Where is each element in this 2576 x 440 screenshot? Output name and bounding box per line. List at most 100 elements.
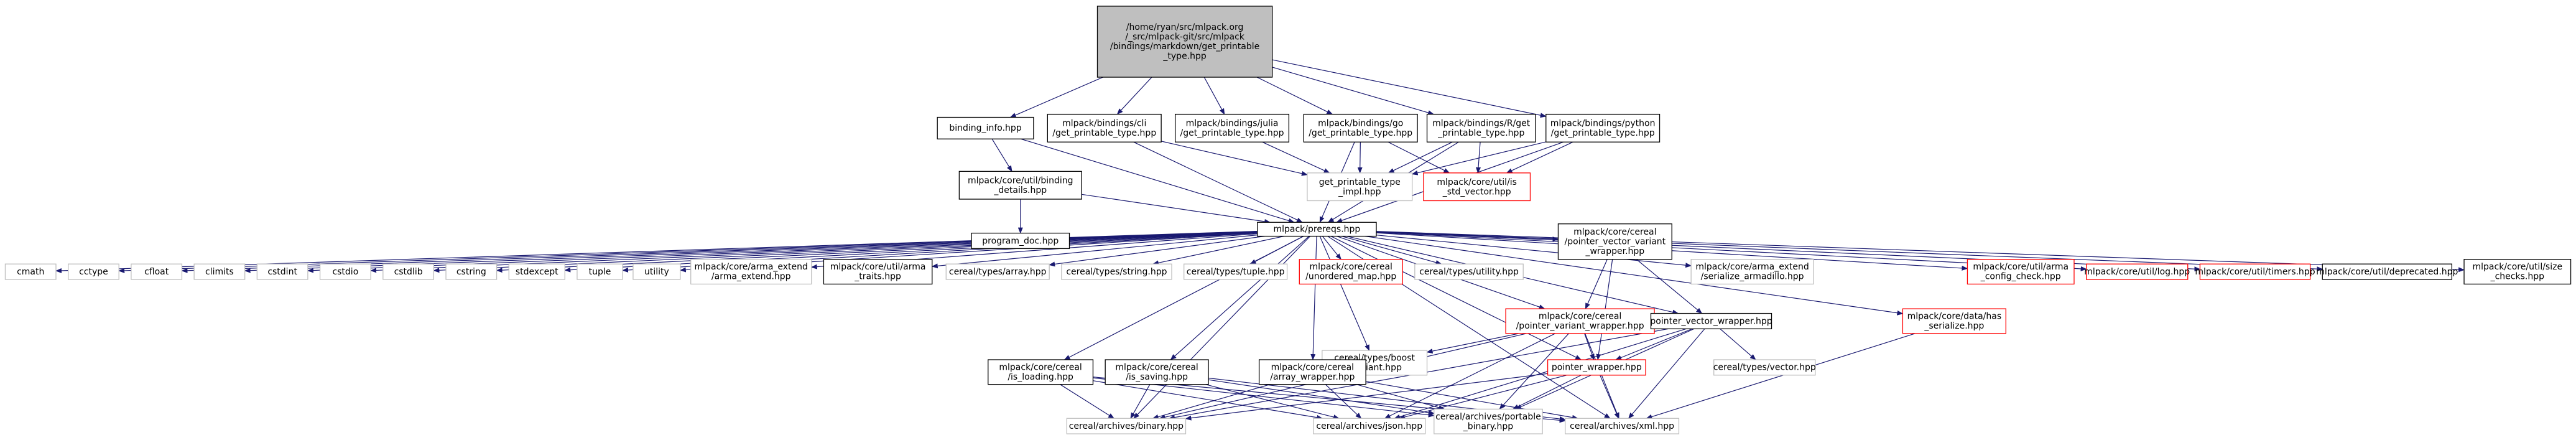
dependency-edge — [1615, 328, 1693, 360]
node-label: _std_vector.hpp — [1442, 187, 1511, 197]
edge-root-to-r_gpt — [1272, 67, 1435, 115]
node-box — [1545, 113, 1661, 143]
node-box — [1299, 259, 1403, 285]
node-binding_details[interactable]: mlpack/core/util/binding_details.hpp — [958, 171, 1082, 200]
edge-julia_gpt-to-gpt_impl — [1262, 141, 1330, 174]
node-array_wrapper[interactable]: mlpack/core/cereal/array_wrapper.hpp — [1258, 359, 1366, 385]
dependency-edge — [1272, 67, 1435, 115]
node-cstdint: cstdint — [256, 263, 308, 280]
node-cli_gpt[interactable]: mlpack/bindings/cli/get_printable_type.h… — [1047, 113, 1162, 143]
node-label: /pointer_variant_wrapper.hpp — [1516, 321, 1644, 331]
node-box — [2086, 263, 2189, 280]
dependency-edge — [1476, 142, 1481, 174]
node-box — [2463, 259, 2572, 285]
node-deprecated[interactable]: mlpack/core/util/deprecated.hpp — [2316, 263, 2458, 280]
node-label: /get_printable_type.hpp — [1052, 128, 1156, 138]
node-box — [1650, 312, 1772, 330]
node-pointer_wrapper[interactable]: pointer_wrapper.hpp — [1547, 359, 1646, 376]
edge-prereqs-to-arma_traits — [931, 235, 1258, 269]
node-box — [1690, 259, 1814, 285]
node-pointer_vector_wrapper[interactable]: pointer_vector_wrapper.hpp — [1650, 312, 1772, 330]
node-program_doc[interactable]: program_doc.hpp — [971, 232, 1070, 250]
dependency-edge — [1584, 333, 1619, 419]
dependency-edge — [1384, 333, 1555, 419]
dependency-edge — [496, 232, 1258, 273]
edge-array_wrapper-to-ca_binary — [1152, 384, 1271, 419]
node-pvw[interactable]: mlpack/core/cereal/pointer_variant_wrapp… — [1505, 308, 1655, 334]
dependency-edge — [1376, 231, 2323, 272]
edge-pvw-to-ca_portable — [1499, 333, 1569, 410]
node-label: /unordered_map.hpp — [1305, 272, 1396, 282]
node-r_gpt[interactable]: mlpack/bindings/R/get_printable_type.hpp — [1426, 113, 1536, 143]
edge-pointer_wrapper-to-ca_xml — [1600, 375, 1619, 419]
edge-pvw-to-pointer_wrapper — [1584, 333, 1595, 360]
edge-prereqs-to-ser_armadillo — [1376, 235, 1692, 268]
node-box — [1307, 172, 1413, 202]
node-box — [958, 171, 1082, 200]
node-label: mlpack/core/util/timers.hpp — [2195, 267, 2315, 277]
node-label: tuple — [589, 267, 611, 277]
node-timers[interactable]: mlpack/core/util/timers.hpp — [2195, 263, 2315, 280]
node-log[interactable]: mlpack/core/util/log.hpp — [2084, 263, 2190, 280]
edge-prereqs-to-is_loading — [1063, 236, 1304, 360]
node-label: cstring — [456, 267, 486, 277]
node-pvvw[interactable]: mlpack/core/cereal/pointer_vector_varian… — [1557, 223, 1672, 260]
dependency-edge — [1116, 77, 1152, 115]
edge-pvvw-to-pvw — [1585, 259, 1608, 310]
node-label: mlpack/core/util/deprecated.hpp — [2316, 267, 2458, 277]
node-label: cereal/archives/portable — [1435, 412, 1541, 422]
node-unordered_map[interactable]: mlpack/core/cereal/unordered_map.hpp — [1299, 259, 1403, 285]
dependency-edge — [1272, 59, 1547, 118]
node-cctype: cctype — [68, 263, 119, 280]
node-arma_config[interactable]: mlpack/core/util/arma_config_check.hpp — [1967, 259, 2075, 285]
node-box — [1557, 223, 1672, 260]
edge-is_loading-to-ca_json — [1093, 380, 1323, 420]
node-label: pointer_vector_wrapper.hpp — [1650, 316, 1772, 326]
edge-pointer_vector_wrapper-to-ca_json — [1394, 328, 1687, 419]
node-tuple: tuple — [577, 263, 623, 280]
node-size_checks[interactable]: mlpack/core/util/size_checks.hpp — [2463, 259, 2572, 285]
node-ca_json: cereal/archives/json.hpp — [1313, 418, 1426, 434]
node-is_loading[interactable]: mlpack/core/cereal/is_loading.hpp — [988, 359, 1094, 385]
dependency-edge — [1152, 235, 1284, 266]
node-label: mlpack/bindings/R/get — [1432, 118, 1531, 128]
node-label: mlpack/core/cereal — [1271, 362, 1354, 372]
node-ct_vector: cereal/types/vector.hpp — [1713, 359, 1816, 376]
dependency-edge — [1152, 384, 1271, 419]
dependency-edge — [1310, 236, 1317, 361]
edge-r_gpt-to-gpt_impl — [1388, 141, 1453, 174]
node-go_gpt[interactable]: mlpack/bindings/go/get_printable_type.hp… — [1303, 113, 1418, 143]
node-root[interactable]: /home/ryan/src/mlpack.org/_src/mlpack-gi… — [1096, 6, 1273, 78]
node-label: mlpack/core/cereal — [1115, 362, 1198, 372]
node-label: binding_info.hpp — [949, 123, 1021, 133]
dependency-edge — [1512, 375, 1582, 410]
dependency-edge — [1170, 236, 1310, 360]
dependency-edge — [1584, 333, 1595, 360]
node-label: mlpack/core/cereal — [1573, 227, 1656, 237]
node-is_std_vector[interactable]: mlpack/core/util/is_std_vector.hpp — [1423, 172, 1531, 202]
node-has_serialize[interactable]: mlpack/core/data/has_serialize.hpp — [1902, 308, 2006, 334]
node-binding_info[interactable]: binding_info.hpp — [937, 116, 1034, 139]
dependency-edge — [1356, 384, 1445, 410]
edge-is_saving-to-ca_portable — [1208, 379, 1435, 415]
node-box — [690, 259, 812, 285]
edge-python_gpt-to-gpt_impl — [1411, 141, 1546, 176]
node-label: _binary.hpp — [1463, 421, 1513, 431]
node-ca_portable: cereal/archives/portable_binary.hpp — [1434, 408, 1543, 434]
node-is_saving[interactable]: mlpack/core/cereal/is_saving.hpp — [1105, 359, 1209, 385]
node-prereqs[interactable]: mlpack/prereqs.hpp — [1257, 222, 1377, 237]
edge-array_wrapper-to-ca_json — [1325, 384, 1362, 419]
node-box — [1565, 418, 1680, 434]
node-julia_gpt[interactable]: mlpack/bindings/julia/get_printable_type… — [1174, 113, 1290, 143]
dependency-edge — [1426, 333, 1519, 353]
node-python_gpt[interactable]: mlpack/bindings/python/get_printable_typ… — [1545, 113, 1661, 143]
node-box — [1303, 113, 1418, 143]
node-label: /bindings/markdown/get_printable — [1110, 42, 1259, 52]
dependency-edge — [1021, 138, 1295, 223]
node-utility: utility — [632, 263, 681, 280]
node-box — [1258, 359, 1366, 385]
edge-pointer_wrapper-to-ca_json — [1398, 375, 1567, 419]
edge-is_saving-to-ca_binary — [1130, 384, 1151, 419]
node-box — [68, 263, 119, 280]
node-arma_traits[interactable]: mlpack/core/util/arma_traits.hpp — [823, 259, 933, 285]
